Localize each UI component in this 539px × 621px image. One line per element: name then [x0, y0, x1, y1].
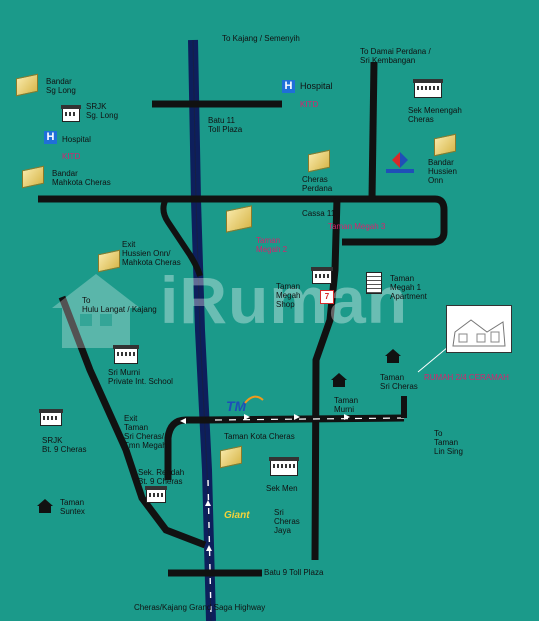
label-cheras-perdana: Cheras Perdana	[302, 175, 333, 193]
house-photo-icon	[446, 305, 512, 353]
label-cassa: Cassa 11	[302, 209, 336, 218]
label-sek-rendah: Sek. Rendah Bt. 9 Cheras	[138, 468, 185, 486]
label-hospital-left: Hospital	[62, 135, 91, 144]
school-icon	[113, 345, 139, 364]
hospital-icon: H	[44, 131, 57, 144]
main-horizontal-road	[38, 195, 448, 246]
watermark-house-icon	[52, 274, 140, 348]
school-icon	[145, 486, 167, 503]
label-taman-sri-cheras: Taman Sri Cheras	[380, 373, 418, 391]
label-toll-9: Batu 9 Toll Plaza	[264, 568, 324, 577]
shop-icon	[311, 267, 333, 284]
label-taman-megah-1: Taman Megah 1 Apartment	[390, 274, 427, 301]
label-srjk-sg-long: SRJK Sg. Long	[86, 102, 119, 120]
label-to-kajang: To Kajang / Semenyih	[222, 34, 300, 43]
label-rumah: RUMAH 2/4 CERAMAH	[424, 373, 509, 382]
label-taman-megah-2: Taman Megah 2	[256, 236, 288, 254]
hulu-langat-road	[58, 295, 207, 549]
school-icon	[413, 79, 443, 98]
label-sek-men: Sek Men	[266, 484, 298, 493]
label-taman-megah-3: Taman Megah 3	[328, 222, 386, 231]
label-bandar-mahkota: Bandar Mahkota Cheras	[52, 169, 111, 187]
watermark-text: iRumah	[160, 263, 409, 337]
hospital-icon: H	[282, 80, 295, 93]
label-taman-suntex: Taman Suntex	[60, 498, 85, 516]
label-kitd-right: KITD	[300, 100, 319, 109]
label-kitd-left: KITD	[62, 152, 81, 161]
label-taman-murni: Taman Murni	[334, 396, 359, 414]
label-lin-sing: To Taman Lin Sing	[434, 429, 463, 456]
carrefour-logo-icon	[386, 152, 414, 173]
tm-swoosh-icon	[244, 395, 264, 404]
damai-road	[368, 61, 378, 200]
label-to-damai: To Damai Perdana / Sri Kembangan	[360, 47, 431, 65]
apartment-tower-icon	[366, 272, 382, 294]
house-icon	[331, 373, 347, 387]
label-hulu-langat: To Hulu Langat / Kajang	[82, 296, 157, 314]
highway-road	[188, 39, 216, 621]
giant-logo-icon: Giant	[224, 510, 250, 521]
label-sek-menengah: Sek Menengah Cheras	[408, 106, 462, 124]
label-sri-murni: Sri Murni Private Int. School	[108, 368, 173, 386]
school-icon	[61, 105, 81, 122]
school-icon	[269, 457, 299, 476]
label-srjk-bt9: SRJK Bt. 9 Cheras	[42, 436, 87, 454]
label-bandar-hussien: Bandar Hussien Onn	[428, 158, 457, 185]
label-exit-sri-cheras: Exit Taman Sri Cheras/ Tmn Megah	[124, 414, 167, 450]
label-highway: Cheras/Kajang Grand Saga Highway	[134, 603, 266, 612]
label-toll-11: Batu 11 Toll Plaza	[208, 116, 243, 134]
label-exit-hussien: Exit Hussien Onn/ Mahkota Cheras	[122, 240, 181, 267]
label-taman-kota-cheras: Taman Kota Cheras	[224, 432, 295, 441]
label-taman-megah-shop: Taman Megah Shop	[276, 282, 301, 309]
house-icon	[385, 349, 401, 363]
label-bandar-sg-long: Bandar Sg Long	[46, 77, 76, 95]
label-sri-cheras-jaya: Sri Cheras Jaya	[274, 508, 300, 535]
school-icon	[39, 409, 63, 426]
tm-logo-icon: TM	[226, 398, 247, 414]
house-icon	[37, 499, 53, 513]
convenience-store-icon: 7	[320, 290, 334, 304]
label-hospital-right: Hospital	[300, 81, 333, 91]
